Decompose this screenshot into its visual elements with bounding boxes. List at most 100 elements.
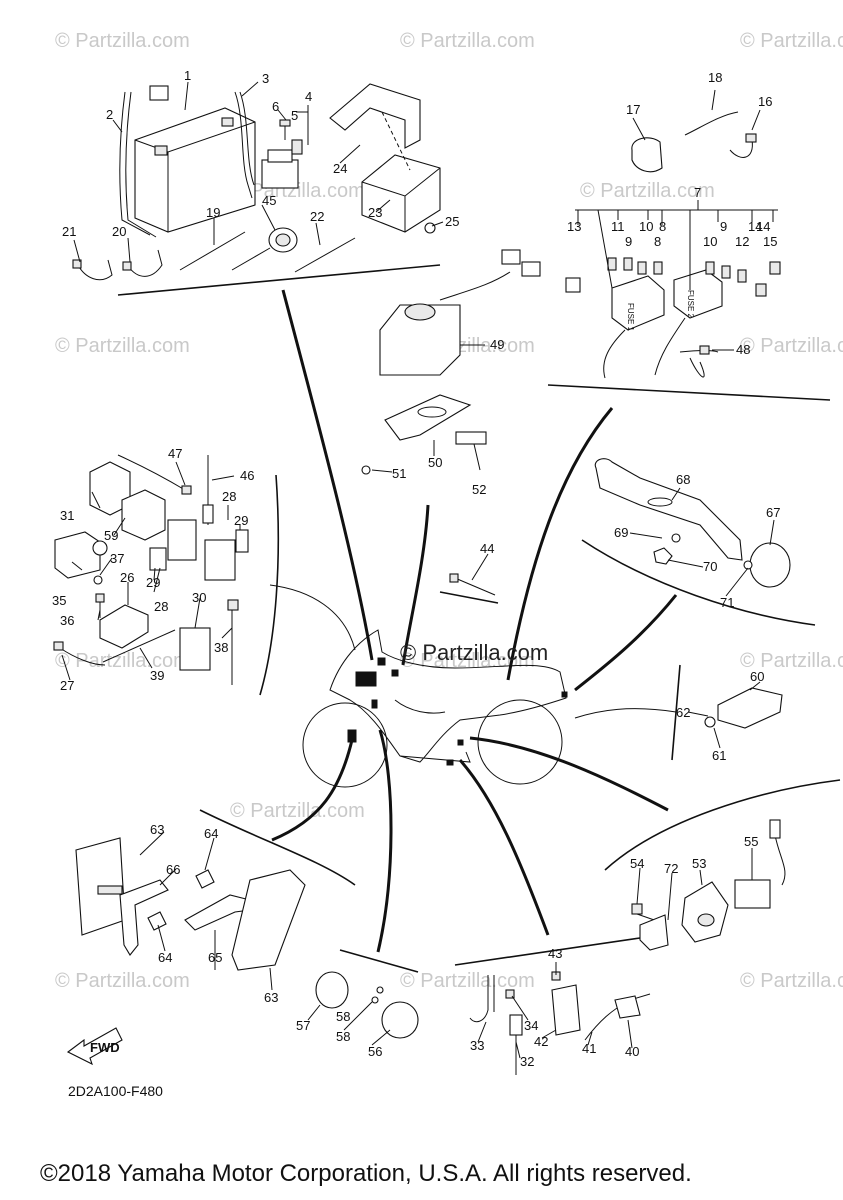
coupler-part-55[interactable] [734,879,771,909]
ecu-part-23[interactable] [361,111,441,233]
leader-horn-group [376,729,393,953]
watermark: © Partzilla.com [55,335,190,357]
callout-14-repeat: 14 [756,219,770,234]
battery-part[interactable] [134,107,256,233]
band-part-47[interactable] [117,454,192,495]
sensor-part-53[interactable] [681,881,729,943]
callout-9: 9 [625,234,632,249]
callout-3: 3 [262,71,269,86]
lead-part-16[interactable] [729,133,757,158]
bracket-part-50[interactable] [384,394,472,441]
lead-part-55[interactable] [769,819,786,886]
nut-part-70[interactable] [653,547,673,565]
callout-28: 28 [222,489,236,504]
callout-19: 19 [206,205,220,220]
washer-part-71[interactable] [743,560,753,570]
collar-part-64b[interactable] [195,869,215,889]
lead-part-21[interactable] [72,259,113,281]
sensor-part-42[interactable] [551,984,581,1036]
callout-21: 21 [62,224,76,239]
callout-41: 41 [582,1041,596,1056]
callout-72: 72 [664,861,678,876]
callout-58: 58 [336,1029,350,1044]
starter-relay-part[interactable] [261,139,303,189]
collar-part-64a[interactable] [147,911,167,931]
battery-band-part[interactable] [119,85,169,238]
lead-part-27[interactable] [53,641,106,666]
band-part-38[interactable] [227,599,239,685]
pad-part-52[interactable] [455,431,487,445]
callout-20: 20 [112,224,126,239]
band-part-18[interactable] [684,111,739,136]
band-part-39[interactable] [102,629,176,663]
fuse-box-2[interactable]: FUSE 2 [673,269,723,319]
bracket-part-66[interactable] [119,879,169,956]
screw-part-51[interactable] [361,465,371,475]
bolt-part-36[interactable] [95,593,105,618]
horn-part-57[interactable] [315,971,349,1009]
relay-part-59[interactable] [121,489,166,541]
relay-part-30a[interactable] [149,519,197,571]
nut-part-25[interactable] [424,222,436,234]
callout-8-repeat: 8 [654,234,661,249]
callout-46: 46 [240,468,254,483]
lead-part-40[interactable] [614,995,641,1019]
switch-part-33[interactable] [469,975,495,1023]
switch-part-32[interactable] [509,1014,523,1075]
battery-cable-plus[interactable] [239,91,255,186]
bolt-part-34[interactable] [505,989,515,999]
clamp-part-17[interactable] [631,137,663,173]
relay-part-30[interactable] [179,627,211,671]
lead-part-46[interactable] [202,455,214,525]
washer-part-37[interactable] [93,575,103,585]
bracket-part-72[interactable] [639,914,669,951]
callout-64: 64 [204,826,218,841]
callout-9-repeat: 9 [720,219,727,234]
callout-34: 34 [524,1018,538,1033]
fuse-row-right[interactable] [705,261,781,297]
group-bracket-horn [339,949,419,973]
callout-numbers: 1 2 3 4 5 6 7 8 9 10 11 12 13 14 15 16 1… [52,68,780,1069]
group-bracket-battery [117,264,441,296]
callout-56: 56 [368,1044,382,1059]
watermark: © Partzilla.com [230,800,365,822]
group-bracket-flashers [199,809,356,886]
cap-part-67[interactable] [749,542,791,588]
callout-69: 69 [614,525,628,540]
horn-part-56[interactable] [381,1001,419,1039]
screw-part-58[interactable] [371,986,384,1004]
relay-part-26[interactable] [99,604,149,649]
band-part-22[interactable] [294,237,356,273]
relay-part-30b[interactable] [204,529,249,581]
bolt-part-6[interactable] [279,119,291,140]
leader-reflector-group [574,708,677,719]
band-part-19[interactable] [179,231,246,271]
callout-44: 44 [480,541,494,556]
fuse-box-1[interactable]: FUSE 1 [611,275,665,332]
watermark: © Partzilla.com [740,335,843,357]
socket-part-45[interactable] [231,227,298,271]
bracket-part-68[interactable] [594,458,743,561]
fuse-wire-1 [603,329,626,379]
relay-part-35[interactable] [54,531,108,579]
bracket-part-24[interactable] [329,83,421,149]
nut-part-69[interactable] [671,533,681,543]
lead-part-20[interactable] [122,249,163,277]
callout-59: 59 [104,528,118,543]
callout-25: 25 [445,214,459,229]
box-part-49[interactable] [379,249,541,376]
bolt-part-44[interactable] [449,573,496,596]
callout-66: 66 [166,862,180,877]
nut-part-61[interactable] [704,716,716,728]
lead-part-48[interactable] [679,345,719,378]
reflector-part-60[interactable] [717,687,783,729]
battery-cable-minus[interactable] [234,91,253,199]
fuse-part-13[interactable] [565,277,581,293]
callout-52: 52 [472,482,486,497]
fwd-label: FWD [90,1040,120,1055]
flasher-part-63b[interactable] [231,869,306,971]
copyright-text: ©2018 Yamaha Motor Corporation, U.S.A. A… [40,1160,692,1187]
fuse-row-left[interactable] [607,257,663,275]
flasher-part-63a[interactable] [75,837,126,936]
callout-10: 10 [639,219,653,234]
